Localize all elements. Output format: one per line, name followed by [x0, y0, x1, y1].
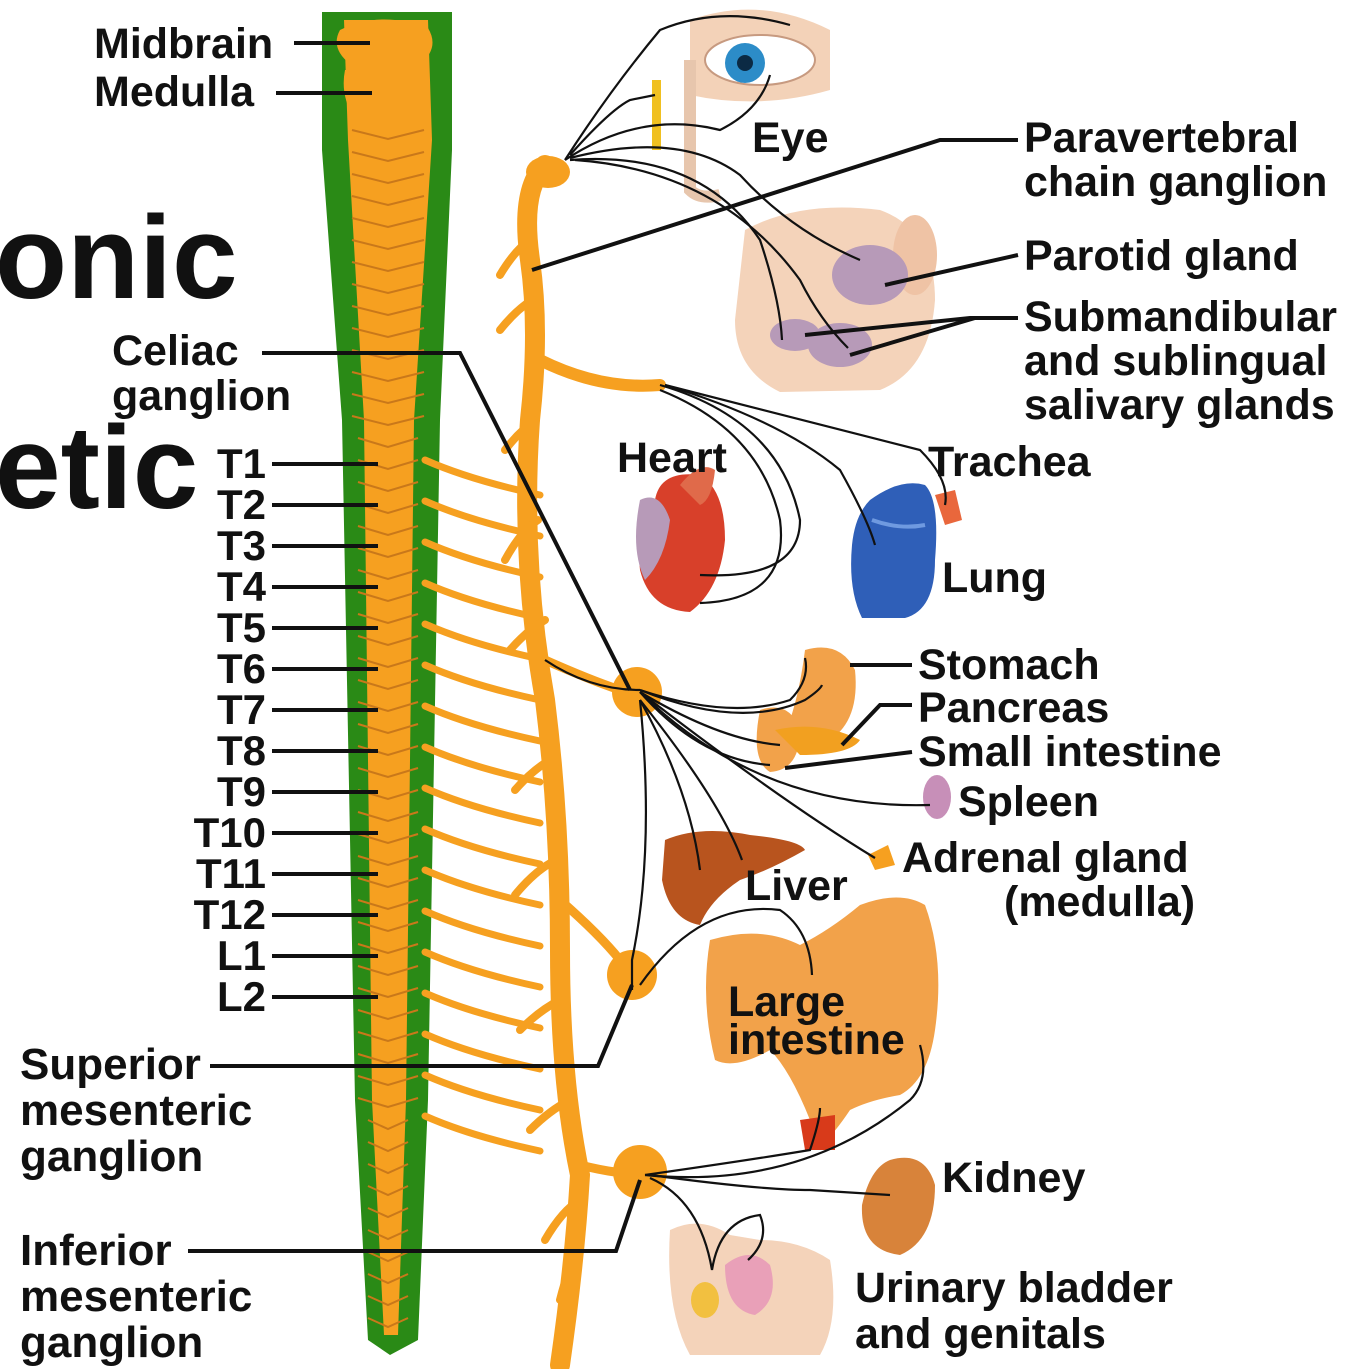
partial-title-line1: onic	[0, 192, 238, 324]
label-segment-t1: T1	[217, 440, 266, 487]
label-inferior-mesenteric-3: ganglion	[20, 1318, 203, 1367]
label-pancreas: Pancreas	[918, 684, 1109, 732]
spinal-nerve-root	[425, 706, 540, 741]
label-adrenal-1: Adrenal gland	[902, 834, 1189, 882]
label-celiac-2: ganglion	[112, 372, 291, 420]
paravertebral-chain-trunk	[527, 165, 580, 1365]
label-lung: Lung	[942, 554, 1047, 602]
spinal-nerve-root	[425, 911, 540, 946]
parotid-gland-shape	[832, 245, 908, 305]
label-eye: Eye	[752, 114, 829, 162]
label-segment-t4: T4	[217, 563, 267, 610]
label-segment-t10: T10	[194, 809, 266, 856]
label-segment-t2: T2	[217, 481, 266, 528]
label-small-intestine: Small intestine	[918, 728, 1221, 776]
label-segment-t11: T11	[196, 850, 266, 897]
spinal-nerve-root	[425, 952, 540, 987]
heart-illustration	[636, 467, 725, 612]
label-large-intestine-2: intestine	[728, 1016, 905, 1064]
label-salivary-3: salivary glands	[1024, 381, 1335, 429]
label-inferior-mesenteric-1: Inferior	[20, 1226, 172, 1275]
label-superior-mesenteric-2: mesenteric	[20, 1086, 252, 1135]
label-salivary-2: and sublingual	[1024, 337, 1327, 385]
adrenal-shape	[868, 845, 895, 870]
kidney-shape	[862, 1158, 935, 1255]
face-illustration	[735, 208, 937, 393]
label-segment-t9: T9	[217, 768, 266, 815]
label-medulla: Medulla	[94, 68, 255, 116]
nerve-to-colon	[645, 1108, 820, 1175]
bladder-illustration	[669, 1224, 833, 1355]
label-segment-t3: T3	[217, 522, 266, 569]
spleen-shape	[923, 775, 951, 819]
label-segment-t8: T8	[217, 727, 266, 774]
label-liver: Liver	[745, 862, 848, 910]
leader-celiac	[262, 353, 630, 690]
label-segment-l1: L1	[217, 932, 266, 979]
nerve-to-stomach	[640, 658, 806, 708]
spinal-nerve-root	[425, 829, 540, 864]
label-salivary-1: Submandibular	[1024, 293, 1337, 341]
spinal-nerve-root	[425, 1075, 540, 1110]
sympathetic-chain	[500, 156, 667, 1365]
label-segment-t12: T12	[194, 891, 266, 938]
label-spleen: Spleen	[958, 778, 1099, 826]
nerve-to-lacrimal	[570, 95, 655, 155]
label-superior-mesenteric-3: ganglion	[20, 1132, 203, 1181]
label-bladder-2: and genitals	[855, 1310, 1106, 1358]
label-heart: Heart	[617, 434, 727, 482]
label-adrenal-2: (medulla)	[1004, 878, 1195, 926]
label-superior-mesenteric-1: Superior	[20, 1040, 201, 1089]
trachea-shape	[935, 490, 962, 525]
lacrimal-strip	[652, 80, 661, 150]
label-parotid: Parotid gland	[1024, 232, 1299, 280]
organs	[636, 10, 962, 1355]
celiac-connector	[545, 660, 620, 690]
label-segment-t6: T6	[217, 645, 266, 692]
label-midbrain: Midbrain	[94, 20, 273, 68]
spinal-cord	[322, 12, 540, 1355]
label-trachea: Trachea	[928, 438, 1092, 486]
superior-cervical-ganglion	[526, 156, 570, 188]
spinal-nerve-root	[425, 665, 540, 700]
label-paravertebral-2: chain ganglion	[1024, 158, 1327, 206]
nerve-to-sup-mesenteric	[632, 700, 646, 990]
cervical-branch	[540, 360, 660, 386]
label-bladder-1: Urinary bladder	[855, 1264, 1173, 1312]
spinal-nerve-root	[425, 1116, 540, 1151]
label-segment-t5: T5	[217, 604, 266, 651]
labels: onic etic Midbrain Medulla Celiac gangli…	[0, 20, 1337, 1367]
partial-title-line2: etic	[0, 402, 198, 534]
label-celiac-1: Celiac	[112, 327, 239, 375]
label-paravertebral-1: Paravertebral	[1024, 114, 1299, 162]
spinal-nerve-root	[425, 1034, 540, 1069]
eye-illustration	[652, 10, 830, 197]
label-stomach: Stomach	[918, 641, 1100, 689]
label-segment-l2: L2	[217, 973, 266, 1020]
label-kidney: Kidney	[942, 1154, 1085, 1202]
spinal-nerve-root	[425, 788, 540, 823]
label-segment-t7: T7	[217, 686, 266, 733]
label-inferior-mesenteric-2: mesenteric	[20, 1272, 252, 1321]
